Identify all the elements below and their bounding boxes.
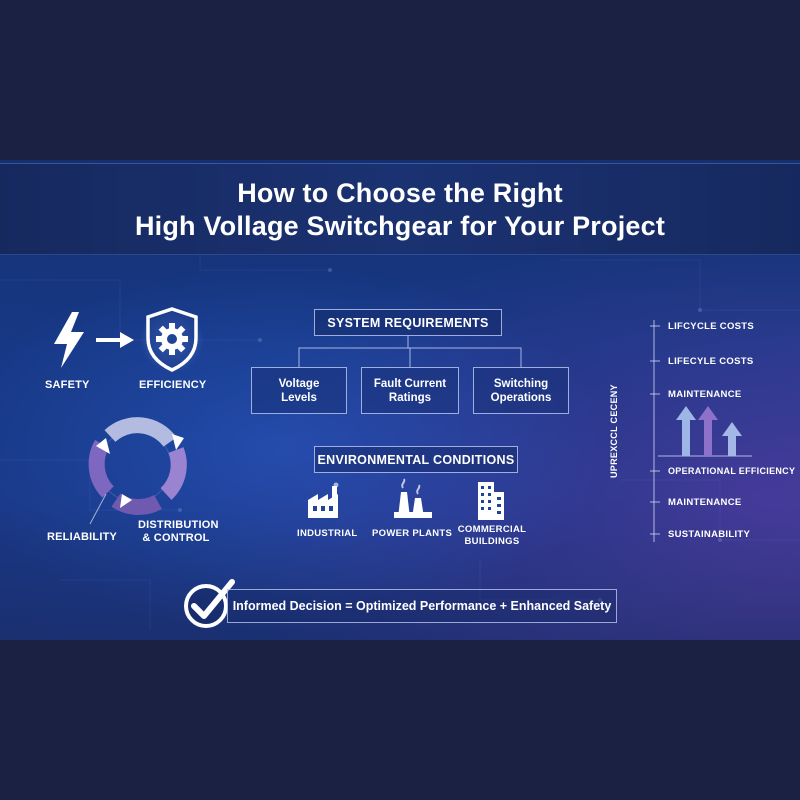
lifecycle-item-2: LIFECYLE COSTS bbox=[668, 356, 754, 367]
switching-operations-line-2: Operations bbox=[490, 391, 552, 404]
fault-current-line-1: Fault Current bbox=[373, 377, 447, 390]
building-icon bbox=[478, 482, 504, 520]
cycle-ring-icon bbox=[88, 417, 187, 515]
power-plant-icon bbox=[394, 478, 432, 518]
decision-statement-box: Informed Decision = Optimized Performanc… bbox=[227, 589, 617, 623]
page-title-line-2: High Vollage Switchgear for Your Project bbox=[134, 211, 666, 241]
switching-operations-box: Switching Operations bbox=[473, 367, 569, 414]
voltage-levels-box: Voltage Levels bbox=[251, 367, 347, 414]
safety-label: SAFETY bbox=[45, 379, 90, 391]
distribution-label-line-1: DISTRIBUTION bbox=[138, 519, 219, 531]
distribution-label-line-2: & CONTROL bbox=[142, 532, 210, 544]
lifecycle-chart-graphic bbox=[650, 320, 752, 542]
efficiency-label: EFFICIENCY bbox=[139, 379, 207, 391]
shield-gear-icon bbox=[140, 307, 204, 372]
commercial-label-line-1: COMMERCIAL bbox=[457, 524, 527, 535]
decision-statement-text: Informed Decision = Optimized Performanc… bbox=[232, 599, 612, 613]
reliability-label: RELIABILITY bbox=[47, 531, 118, 543]
lifecycle-item-4: OPERATIONAL EFFICIENCY bbox=[668, 466, 796, 476]
voltage-levels-line-1: Voltage bbox=[278, 377, 320, 390]
lifecycle-item-6: SUSTAINABILITY bbox=[668, 529, 751, 540]
environmental-conditions-box: ENVIRONMENTAL CONDITIONS bbox=[314, 446, 518, 473]
page-title-line-1: How to Choose the Right bbox=[237, 178, 563, 208]
circuit-background bbox=[0, 220, 800, 630]
power-plants-label: POWER PLANTS bbox=[372, 528, 453, 539]
checkmark-circle-icon bbox=[184, 579, 235, 628]
lifecycle-item-3: MAINTENANCE bbox=[668, 389, 742, 400]
comparison-arrows bbox=[676, 406, 742, 456]
buildings-label-line-2: BUILDINGS bbox=[464, 536, 520, 547]
fault-current-line-2: Ratings bbox=[388, 391, 432, 404]
vertical-axis-label: UPREXCCL CECENY bbox=[609, 384, 619, 478]
system-requirements-box: SYSTEM REQUIREMENTS bbox=[314, 309, 502, 336]
industrial-label: INDUSTRIAL bbox=[297, 528, 358, 539]
fault-current-ratings-box: Fault Current Ratings bbox=[361, 367, 459, 414]
lifecycle-item-5: MAINTENANCE bbox=[668, 497, 742, 508]
title-band bbox=[0, 163, 800, 255]
switching-operations-line-1: Switching bbox=[493, 377, 549, 390]
factory-icon bbox=[308, 482, 339, 518]
lightning-bolt-icon bbox=[54, 312, 84, 368]
reliability-pointer-line bbox=[89, 493, 107, 525]
lifecycle-item-1: LIFCYCLE COSTS bbox=[668, 321, 755, 332]
arrow-right-icon bbox=[96, 332, 134, 348]
voltage-levels-line-2: Levels bbox=[281, 391, 317, 404]
